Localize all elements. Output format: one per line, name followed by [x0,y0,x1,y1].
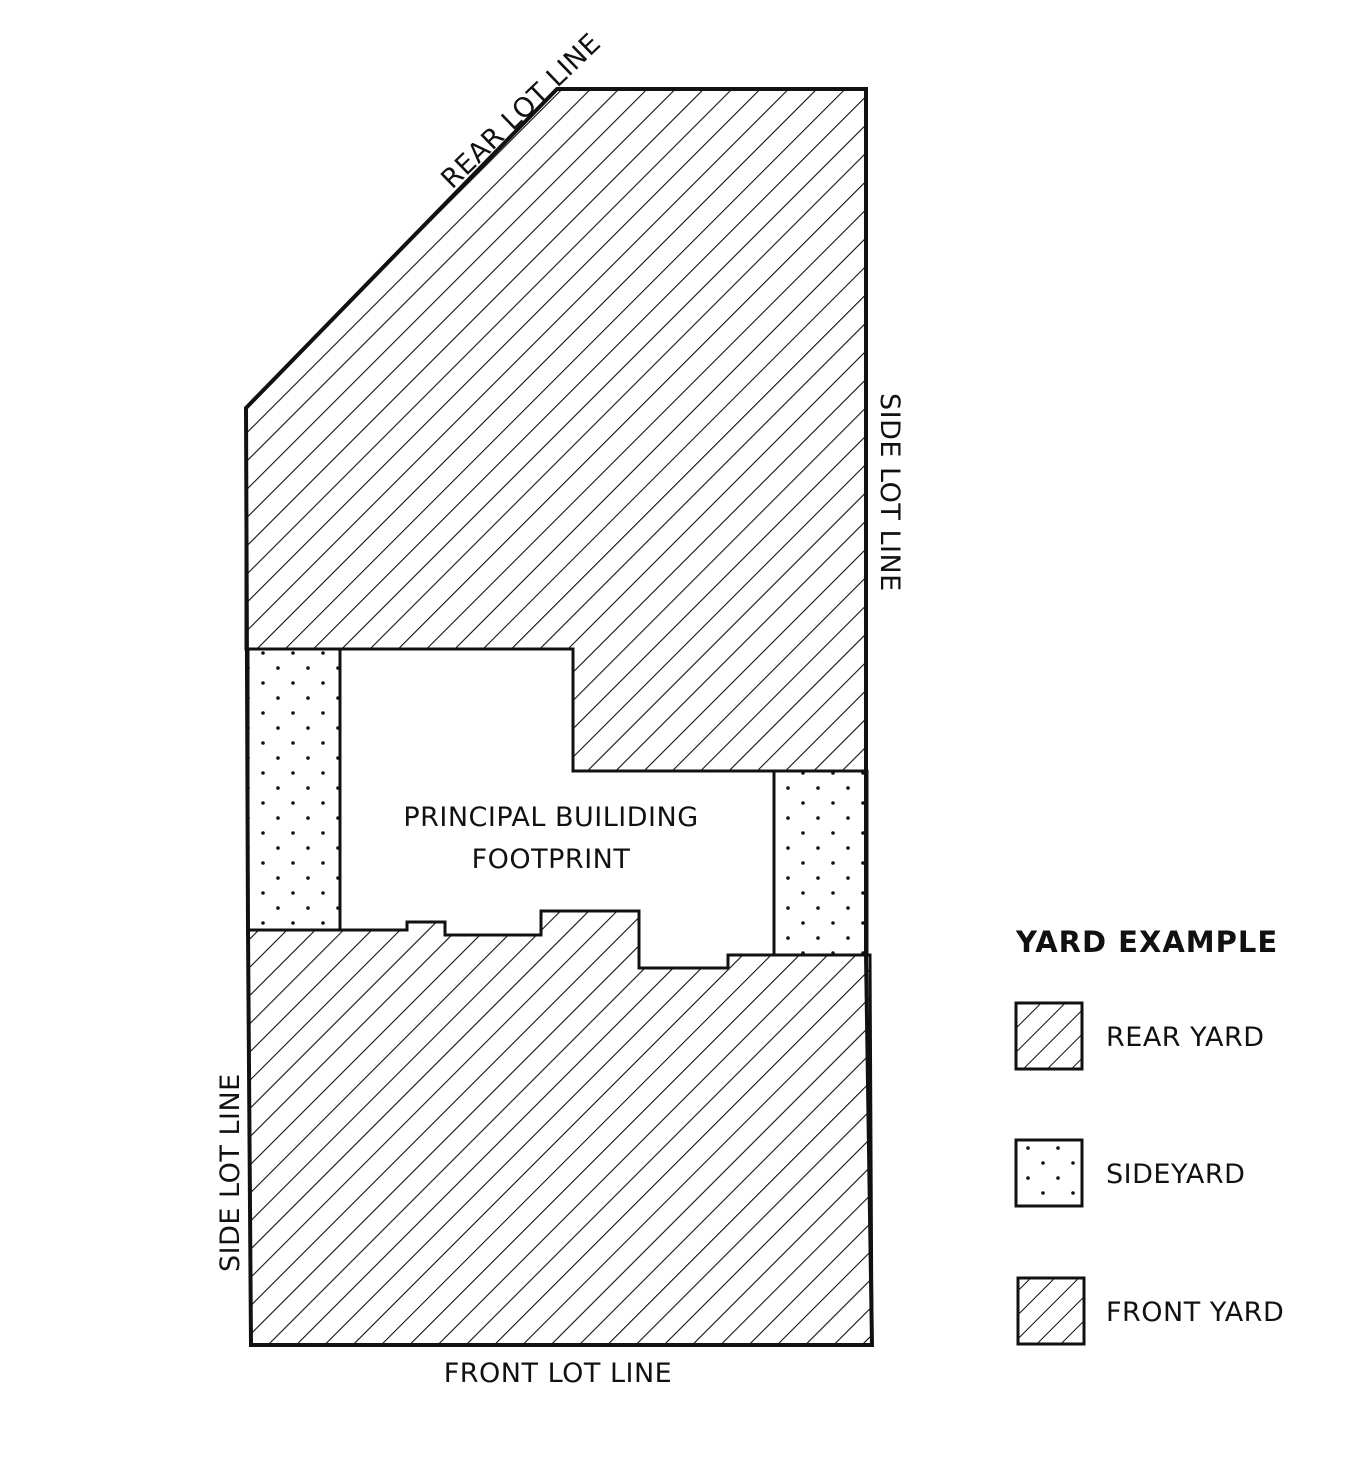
lot-outline [243,87,875,1347]
front-lot-line-label: FRONT LOT LINE [444,1358,672,1389]
side-lot-line-right-label: SIDE LOT LINE [874,393,905,592]
legend-swatch-front-yard [1016,1276,1086,1346]
side-lot-line-left-label: SIDE LOT LINE [215,1073,246,1272]
legend-title: YARD EXAMPLE [1015,925,1278,959]
legend-label-front-yard: FRONT YARD [1106,1297,1284,1328]
legend-label-side-yard: SIDEYARD [1106,1159,1245,1190]
legend: YARD EXAMPLE REAR YARD SIDEYARD FRONT YA… [1014,925,1284,1346]
front-yard-area [246,909,874,1347]
building-label-line2: FOOTPRINT [472,844,631,875]
side-yard-left-area [246,647,342,932]
legend-label-rear-yard: REAR YARD [1106,1022,1265,1053]
legend-swatch-rear-yard [1014,1001,1084,1071]
side-yard-right-area [772,769,869,957]
legend-swatch-side-yard [1014,1138,1084,1208]
building-label-line1: PRINCIPAL BUILIDING [403,802,698,833]
